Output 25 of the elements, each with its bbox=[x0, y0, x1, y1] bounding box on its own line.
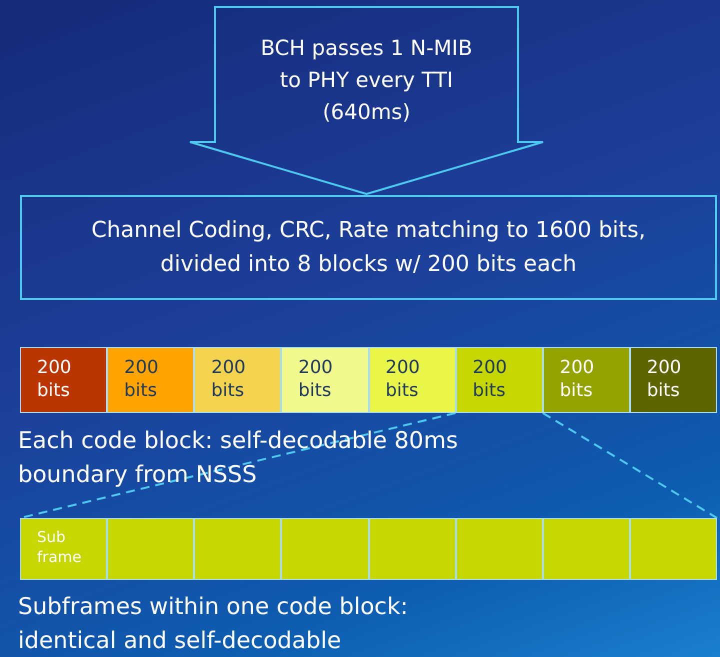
block-cell bbox=[630, 347, 717, 413]
block-cell bbox=[194, 347, 282, 413]
cell-text: 200 bits bbox=[124, 356, 160, 402]
cell-text: 200 bits bbox=[472, 356, 508, 402]
block-cell bbox=[107, 347, 194, 413]
dashed-line bbox=[542, 412, 718, 519]
arrow-text: BCH passes 1 N-MIB to PHY every TTI (640ms) bbox=[260, 35, 474, 126]
cell-text: 200 bits bbox=[298, 356, 334, 402]
box-text: Channel Coding, CRC, Rate matching to 1600 bits, divided into 8 blocks w/ 200 bits each bbox=[90, 216, 647, 278]
block-arrow bbox=[188, 6, 545, 196]
block-cell bbox=[542, 347, 630, 413]
block-cell bbox=[281, 347, 368, 413]
cell-text: 200 bits bbox=[646, 356, 682, 402]
block-cell bbox=[368, 347, 456, 413]
note-text: Each code block: self-decodable 80ms boundary from NSSS bbox=[18, 427, 459, 490]
note-text: Subframes within one code block: identical and self-decodable bbox=[18, 593, 410, 656]
process-box bbox=[20, 195, 717, 300]
cell-text: 200 bits bbox=[37, 356, 72, 402]
block-cell bbox=[20, 347, 108, 413]
block-cell bbox=[20, 518, 108, 580]
cell-text: 200 bits bbox=[386, 356, 421, 402]
block-cell bbox=[456, 347, 543, 413]
cell-text: Sub frame bbox=[37, 527, 82, 567]
cell-text: 200 bits bbox=[560, 356, 596, 402]
cell-text: 200 bits bbox=[211, 356, 247, 402]
